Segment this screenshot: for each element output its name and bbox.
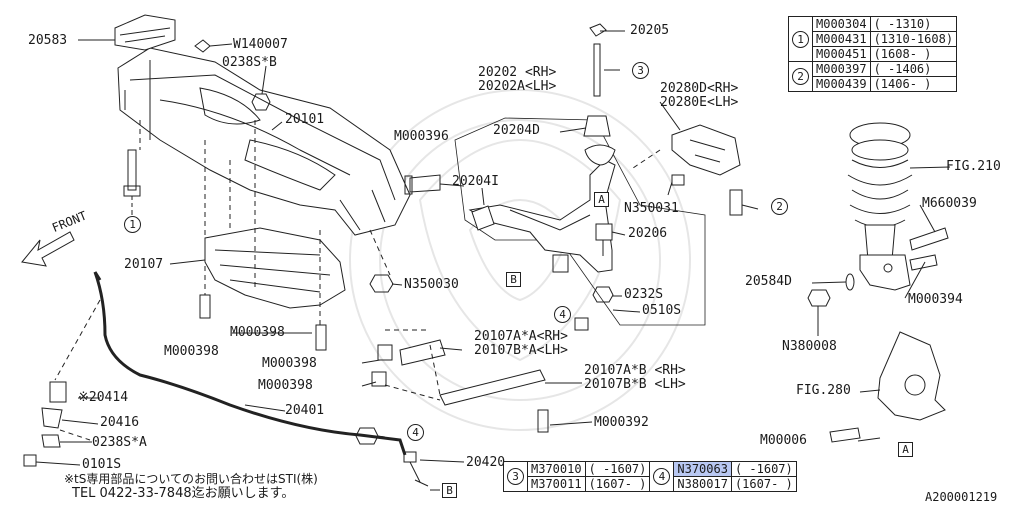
table-cell-part-highlighted[interactable]: N370063 — [673, 461, 732, 477]
label-0238s-a: 0238S*A — [92, 435, 147, 450]
label-m000398-d: M000398 — [258, 378, 313, 393]
label-n380008: N380008 — [782, 339, 837, 354]
table-marker-3: 3 — [503, 461, 528, 492]
ref-box-a-knuckle: A — [898, 442, 913, 457]
label-0238s-b: 0238S*B — [222, 55, 277, 70]
document-id: A200001219 — [925, 490, 998, 504]
strut-assembly — [847, 122, 913, 291]
label-20420: 20420 — [466, 455, 506, 470]
callout-4-arm: 4 — [554, 306, 571, 323]
label-20107a-b: 20107A*B <RH> — [584, 363, 686, 378]
label-20107b-a: 20107B*A<LH> — [474, 343, 568, 358]
note-sti-inquiry: ※tS専用部品についてのお問い合わせはSTI(株) — [64, 472, 318, 486]
watermark-emblem — [349, 89, 691, 431]
crossmember-20101 — [117, 47, 411, 236]
label-20202a: 20202A<LH> — [478, 79, 557, 94]
callout-2: 2 — [771, 198, 788, 215]
table-cell-range: ( -1607) — [730, 461, 797, 477]
label-m00006: M00006 — [760, 433, 807, 448]
table-cell-range: ( -1310) — [869, 16, 958, 32]
table-cell-range: (1608- ) — [869, 46, 958, 62]
label-20583: 20583 — [28, 33, 68, 48]
label-20107b-b: 20107B*B <LH> — [584, 377, 686, 392]
table-marker-4: 4 — [649, 461, 675, 492]
table-cell-range: ( -1406) — [869, 61, 958, 77]
table-cell-part: N380017 — [673, 476, 732, 492]
label-m660039: M660039 — [922, 196, 977, 211]
label-20107: 20107 — [124, 257, 164, 272]
table-marker-1: 1 — [788, 16, 813, 62]
table-cell-range: ( -1607) — [584, 461, 651, 477]
label-0232s: 0232S — [624, 287, 664, 302]
label-m000398-b: M000398 — [164, 344, 219, 359]
bracket-20280 — [671, 124, 741, 176]
label-20202: 20202 <RH> — [478, 65, 557, 80]
label-20107a-a: 20107A*A<RH> — [474, 329, 568, 344]
table-cell-part: M000431 — [812, 31, 871, 47]
table-cell-part: M000304 — [812, 16, 871, 32]
ref-box-b-arm: B — [506, 272, 521, 287]
callout-3: 3 — [632, 62, 649, 79]
table-cell-part: M370011 — [527, 476, 586, 492]
table-cell-range: (1310-1608) — [869, 31, 958, 47]
label-w140007: W140007 — [233, 37, 288, 52]
label-0101s: 0101S — [82, 457, 122, 472]
applicability-table-bottom: 3 M370010 ( -1607) 4 N370063 ( -1607) M3… — [503, 461, 797, 492]
table-cell-part: M370010 — [527, 461, 586, 477]
table-cell-part: M000439 — [812, 76, 871, 92]
table-cell-part: M000451 — [812, 46, 871, 62]
label-n350030: N350030 — [404, 277, 459, 292]
stabilizer-bar-20401 — [93, 271, 407, 456]
label-m000394: M000394 — [908, 292, 963, 307]
label-20414: ※20414 — [78, 390, 129, 405]
label-20101: 20101 — [285, 112, 325, 127]
note-sti-phone: TEL 0422-33-7848迄お願いします。 — [72, 486, 295, 501]
label-fig210: FIG.210 — [946, 159, 1001, 174]
label-20206: 20206 — [628, 226, 668, 241]
ref-box-b-link: B — [442, 483, 457, 498]
table-cell-range: (1406- ) — [869, 76, 958, 92]
label-20204i: 20204I — [452, 174, 499, 189]
label-m000392: M000392 — [594, 415, 649, 430]
table-cell-range: (1607- ) — [730, 476, 797, 492]
callout-1: 1 — [124, 216, 141, 233]
table-cell-part: M000397 — [812, 61, 871, 77]
label-20401: 20401 — [285, 403, 325, 418]
label-20280e: 20280E<LH> — [660, 95, 739, 110]
table-cell-range: (1607- ) — [584, 476, 651, 492]
bracket-20583 — [114, 14, 176, 51]
label-20416: 20416 — [100, 415, 140, 430]
table-marker-2: 2 — [788, 61, 813, 92]
label-m000398-c: M000398 — [262, 356, 317, 371]
label-20280d: 20280D<RH> — [660, 81, 739, 96]
label-0510s: 0510S — [642, 303, 682, 318]
applicability-table-top: 1 M000304 ( -1310) M000431 (1310-1608) M… — [788, 16, 958, 92]
callout-4-bar: 4 — [407, 424, 424, 441]
label-fig280: FIG.280 — [796, 383, 851, 398]
label-n350031: N350031 — [624, 201, 679, 216]
lower-arm-20202 — [468, 144, 616, 273]
label-20205: 20205 — [630, 23, 670, 38]
front-arrow-icon — [21, 231, 75, 267]
under-cover-20107 — [204, 227, 346, 309]
label-20584d: 20584D — [745, 274, 792, 289]
label-m000396: M000396 — [394, 129, 449, 144]
knuckle-fig280 — [877, 331, 946, 421]
label-20204d: 20204D — [493, 123, 540, 138]
label-m000398-a: M000398 — [230, 325, 285, 340]
ref-box-a-arm: A — [594, 192, 609, 207]
